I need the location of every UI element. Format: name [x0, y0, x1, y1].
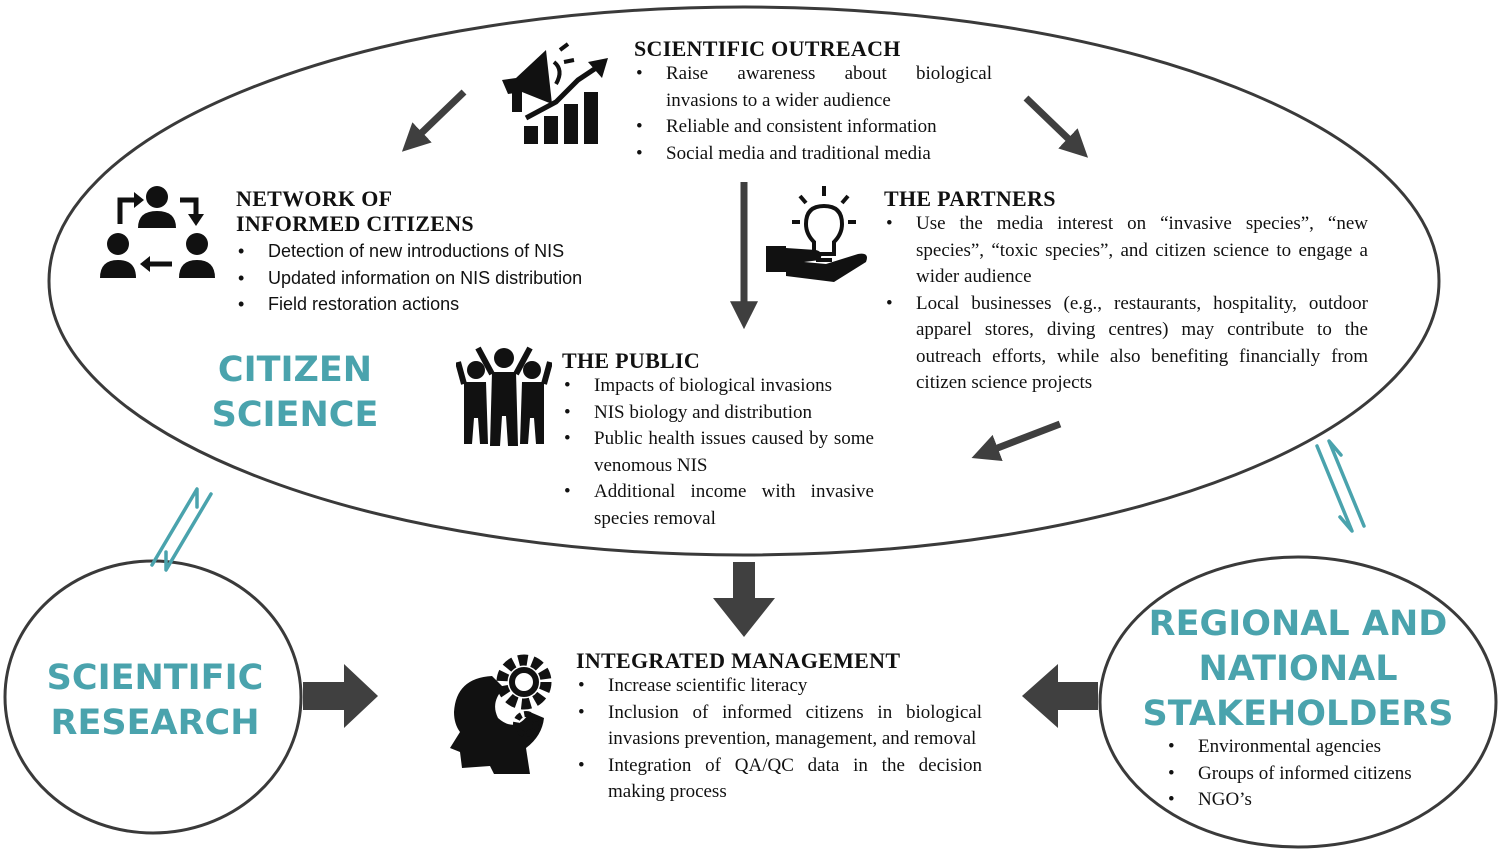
- people-cycle-icon: [100, 186, 215, 278]
- list-item: Environmental agencies: [1166, 734, 1466, 761]
- public-title: THE PUBLIC: [562, 348, 701, 373]
- list-item: Use the media interest on “invasive spec…: [884, 211, 1368, 291]
- citizen-science-line2: SCIENCE: [211, 395, 379, 435]
- list-item: Increase scientific literacy: [576, 673, 982, 700]
- list-item: Updated information on NIS distribution: [236, 265, 656, 292]
- partners-title: THE PARTNERS: [884, 186, 1056, 211]
- arrow-partners-to-public: [971, 420, 1062, 462]
- scientific-outreach-title: SCIENTIFIC OUTREACH: [634, 36, 901, 61]
- list-item: Detection of new introductions of NIS: [236, 238, 656, 265]
- stakeholders-line1: REGIONAL AND: [1148, 604, 1448, 644]
- block-arrow-down-to-management: [713, 562, 775, 637]
- list-item: Groups of informed citizens: [1166, 761, 1466, 788]
- stakeholders-label: REGIONAL AND NATIONAL STAKEHOLDERS: [1118, 602, 1478, 737]
- stakeholders-line2: NATIONAL: [1198, 649, 1398, 689]
- stakeholders-list: Environmental agencies Groups of informe…: [1166, 734, 1466, 814]
- arrow-outreach-to-partners: [1023, 95, 1089, 158]
- list-item: Reliable and consistent information: [634, 114, 992, 141]
- scientific-research-label: SCIENTIFIC RESEARCH: [20, 656, 290, 746]
- public-block: THE PUBLIC Impacts of biological invasio…: [562, 348, 874, 532]
- list-item: Integration of QA/QC data in the decisio…: [576, 753, 982, 806]
- citizen-science-label: CITIZEN SCIENCE: [184, 348, 406, 438]
- list-item: Local businesses (e.g., restaurants, hos…: [884, 291, 1368, 397]
- equilibrium-arrows-right: [1315, 439, 1366, 533]
- network-list: Detection of new introductions of NIS Up…: [236, 238, 656, 318]
- block-arrow-stakeholders-to-management: [1022, 664, 1098, 728]
- stakeholders-list-block: Environmental agencies Groups of informe…: [1166, 734, 1466, 814]
- scientific-research-line1: SCIENTIFIC: [46, 658, 264, 698]
- list-item: NGO’s: [1166, 787, 1466, 814]
- scientific-outreach-list: Raise awareness about biological invasio…: [634, 61, 992, 167]
- list-item: Inclusion of informed citizens in biolog…: [576, 700, 982, 753]
- list-item: Additional income with invasive species …: [562, 479, 874, 532]
- network-block: NETWORK OF INFORMED CITIZENS Detection o…: [236, 186, 656, 318]
- list-item: NIS biology and distribution: [562, 400, 874, 427]
- list-item: Public health issues caused by some veno…: [562, 426, 874, 479]
- network-title-line2: INFORMED CITIZENS: [236, 211, 474, 236]
- integrated-management-list: Increase scientific literacy Inclusion o…: [576, 673, 982, 806]
- public-list: Impacts of biological invasions NIS biol…: [562, 373, 874, 532]
- block-arrow-research-to-management: [303, 664, 378, 728]
- stakeholders-line3: STAKEHOLDERS: [1142, 694, 1454, 734]
- arrow-outreach-to-network: [401, 89, 467, 152]
- list-item: Field restoration actions: [236, 291, 656, 318]
- scientific-outreach-block: SCIENTIFIC OUTREACH Raise awareness abou…: [634, 36, 992, 167]
- lightbulb-hand-icon: [766, 186, 867, 282]
- megaphone-growth-icon: [502, 42, 608, 144]
- stakeholders-circle: [1098, 555, 1498, 849]
- citizen-science-ellipse: [47, 5, 1441, 557]
- integrated-management-block: INTEGRATED MANAGEMENT Increase scientifi…: [576, 648, 982, 806]
- equilibrium-arrows-left: [150, 487, 213, 572]
- list-item: Social media and traditional media: [634, 141, 992, 168]
- partners-block: THE PARTNERS Use the media interest on “…: [884, 186, 1368, 397]
- integrated-management-title: INTEGRATED MANAGEMENT: [576, 648, 901, 673]
- partners-list: Use the media interest on “invasive spec…: [884, 211, 1368, 397]
- network-title-line1: NETWORK OF: [236, 186, 393, 211]
- crowd-icon: [456, 346, 552, 446]
- list-item: Impacts of biological invasions: [562, 373, 874, 400]
- list-item: Raise awareness about biological invasio…: [634, 61, 992, 114]
- scientific-research-line2: RESEARCH: [50, 703, 260, 743]
- citizen-science-line1: CITIZEN: [217, 350, 373, 390]
- head-gears-icon: [450, 654, 552, 774]
